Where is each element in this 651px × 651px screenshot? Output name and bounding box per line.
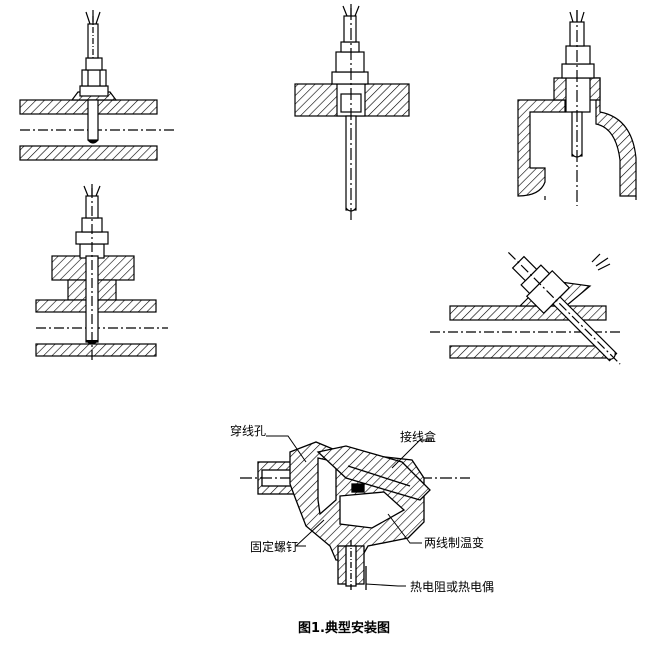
label-cable-hole: 穿线孔 [230,424,267,438]
install-flange-wall [294,4,410,220]
junction-head-detail [240,441,470,590]
install-elbow [517,10,637,206]
label-junction-box: 接线盒 [400,430,437,444]
figure-caption: 图1.典型安装图 [298,621,390,636]
install-flanged-boss [35,184,168,360]
label-fixing-screw: 固定螺钉 [250,540,299,554]
install-straight-pipe-top [19,10,175,161]
leader-lines [266,435,432,587]
label-sensor: 热电阻或热电偶 [410,580,495,594]
install-inclined-pipe [430,251,621,365]
label-transmitter: 两线制温变 [424,536,485,550]
